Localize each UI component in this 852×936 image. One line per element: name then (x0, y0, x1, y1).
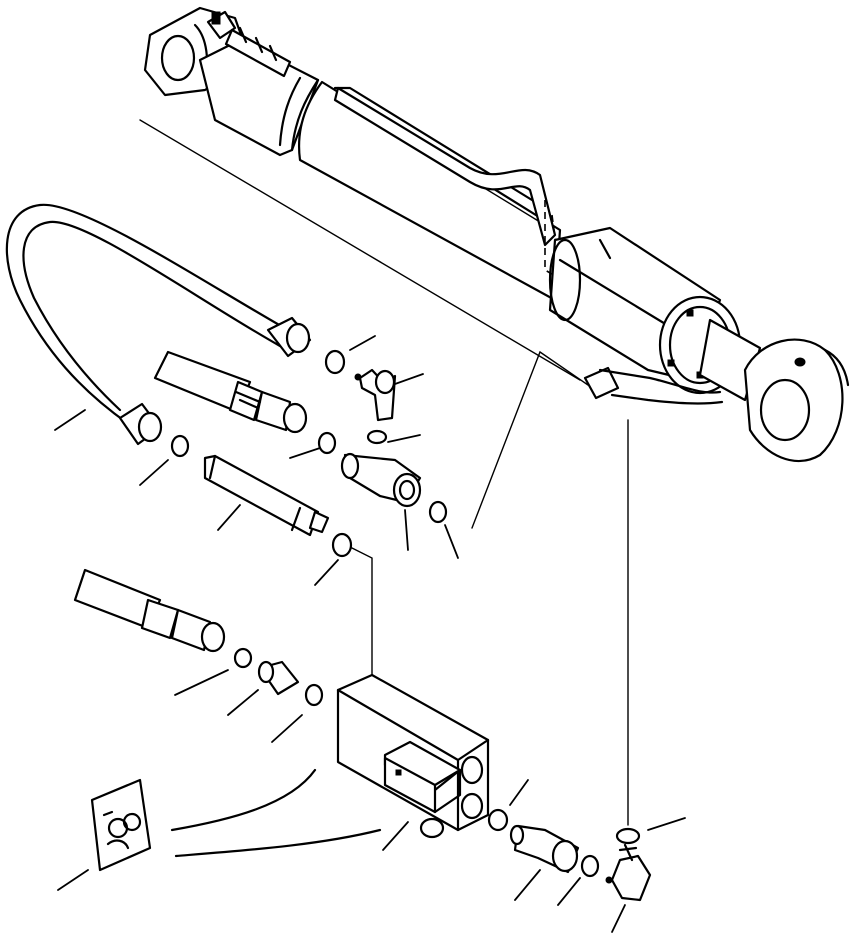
top-port-fitting (206, 10, 292, 78)
leader-6 (139, 459, 169, 486)
leader-17 (557, 877, 581, 906)
leader-16 (514, 869, 541, 901)
leader-10 (314, 559, 339, 586)
cylinder-barrel (298, 80, 562, 302)
leader-3 (387, 434, 421, 443)
o-ring-mid-right (331, 532, 353, 558)
o-ring-lower-2 (304, 683, 324, 707)
hose-end-fitting-lower (118, 402, 163, 446)
leader-8 (404, 509, 409, 551)
leader-13 (271, 714, 303, 743)
o-ring-upper-1 (324, 349, 346, 375)
decal-callout-arc (170, 768, 317, 832)
decal-callout-arc-2 (174, 828, 382, 858)
leader-2 (394, 373, 424, 385)
leader-19 (611, 904, 626, 933)
long-hose (5, 203, 312, 446)
leader-14 (509, 779, 529, 806)
leader-18 (647, 817, 686, 831)
leader-12 (227, 689, 259, 716)
leader-7 (217, 504, 241, 531)
valve-block (336, 673, 490, 839)
o-ring-block-far (580, 854, 600, 878)
leader-15 (382, 821, 409, 851)
hose-assembly-lower (73, 568, 226, 653)
warning-decal (90, 778, 152, 872)
o-ring-elbow (615, 827, 641, 845)
leader-lines (54, 335, 686, 933)
hydraulic-cylinder (139, 6, 850, 826)
o-ring-upper-2 (366, 429, 388, 445)
tee-fitting (340, 452, 422, 508)
o-ring-upper-4 (428, 500, 448, 524)
leader-4 (289, 447, 321, 459)
cylinder-rod-eye (743, 338, 850, 463)
elbow-fitting-lower (605, 843, 652, 902)
straight-adapter (203, 454, 330, 537)
leader-1 (349, 335, 376, 351)
hose-end-fitting-upper (266, 316, 312, 358)
leader-11 (174, 669, 229, 696)
head-port-fitting (583, 366, 724, 405)
leader-9 (444, 524, 459, 559)
leader-20 (57, 869, 89, 891)
o-ring-block-right (487, 808, 509, 832)
o-ring-upper-3 (317, 431, 337, 455)
o-ring-lower-1 (233, 647, 253, 669)
o-ring-mid-left (170, 434, 190, 458)
leader-5 (54, 409, 86, 431)
elbow-fitting-upper (354, 368, 397, 422)
fitting-block-right (509, 824, 580, 874)
connector-lower (257, 660, 300, 696)
hose-assembly-upper (153, 350, 308, 434)
